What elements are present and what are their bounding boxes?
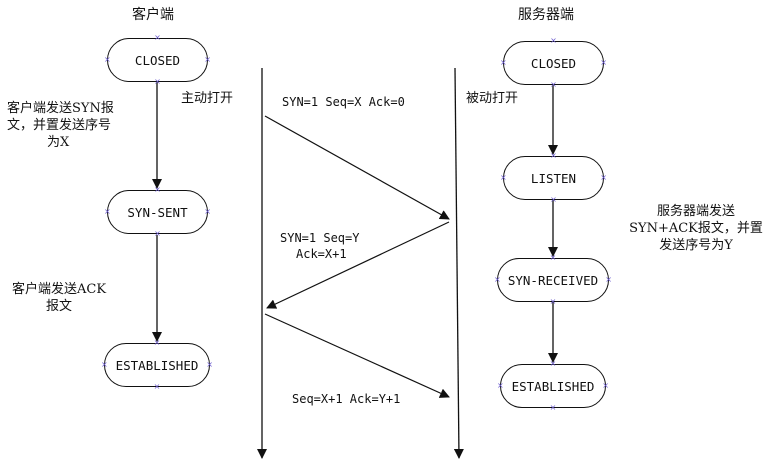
passive-open-label: 被动打开	[466, 91, 519, 106]
client-state-syn-sent: SYN-SENT ××××	[104, 185, 211, 238]
synack-message-line: Ack=X+1	[296, 247, 347, 261]
ack-message-arrow	[264, 313, 450, 398]
client-send-ack-note: 客户端发送ACK 报文	[12, 281, 106, 315]
client-state-closed: CLOSED ××××	[104, 33, 211, 86]
ack-message-label: Seq=X+1 Ack=Y+1	[292, 392, 401, 406]
client-state-established: ESTABLISHED ××××	[101, 338, 213, 391]
client-state-established-label: ESTABLISHED	[115, 357, 199, 373]
client-send-syn-line: 为X	[47, 135, 70, 150]
client-send-syn-line: 客户端发送SYN报	[7, 101, 114, 116]
server-state-established: ESTABLISHED ××××	[497, 359, 609, 412]
client-send-ack-line: 报文	[46, 299, 73, 314]
active-open-label: 主动打开	[181, 91, 234, 106]
server-state-listen-label: LISTEN	[530, 170, 577, 186]
server-state-established-label: ESTABLISHED	[511, 378, 595, 394]
synack-message-label: SYN=1 Seq=Y Ack=X+1	[280, 230, 359, 262]
server-state-listen: LISTEN ××××	[500, 151, 607, 204]
syn-message-arrow	[264, 115, 450, 220]
client-send-syn-line: 文，并置发送序号	[7, 118, 112, 133]
server-state-syn-received: SYN-RECEIVED ××××	[494, 253, 612, 306]
server-send-synack-note: 服务器端发送 SYN+ACK报文，并置 发送序号为Y	[627, 203, 765, 254]
server-send-synack-line: 服务器端发送	[656, 204, 735, 219]
synack-message-arrow	[266, 221, 450, 309]
server-state-closed-label: CLOSED	[530, 55, 577, 71]
synack-message-line: SYN=1 Seq=Y	[280, 231, 360, 245]
client-state-syn-sent-label: SYN-SENT	[127, 204, 188, 220]
client-send-syn-note: 客户端发送SYN报 文，并置发送序号 为X	[7, 100, 114, 151]
server-title: 服务器端	[518, 7, 574, 23]
server-send-synack-line: SYN+ACK报文，并置	[629, 221, 763, 236]
server-state-syn-received-label: SYN-RECEIVED	[507, 272, 599, 288]
client-title: 客户端	[132, 7, 174, 23]
syn-message-label: SYN=1 Seq=X Ack=0	[282, 95, 405, 109]
client-send-ack-line: 客户端发送ACK	[12, 282, 107, 297]
server-send-synack-line: 发送序号为Y	[659, 238, 733, 253]
server-timeline	[453, 67, 464, 459]
server-state-closed: CLOSED ××××	[500, 36, 607, 89]
client-state-closed-label: CLOSED	[134, 52, 181, 68]
